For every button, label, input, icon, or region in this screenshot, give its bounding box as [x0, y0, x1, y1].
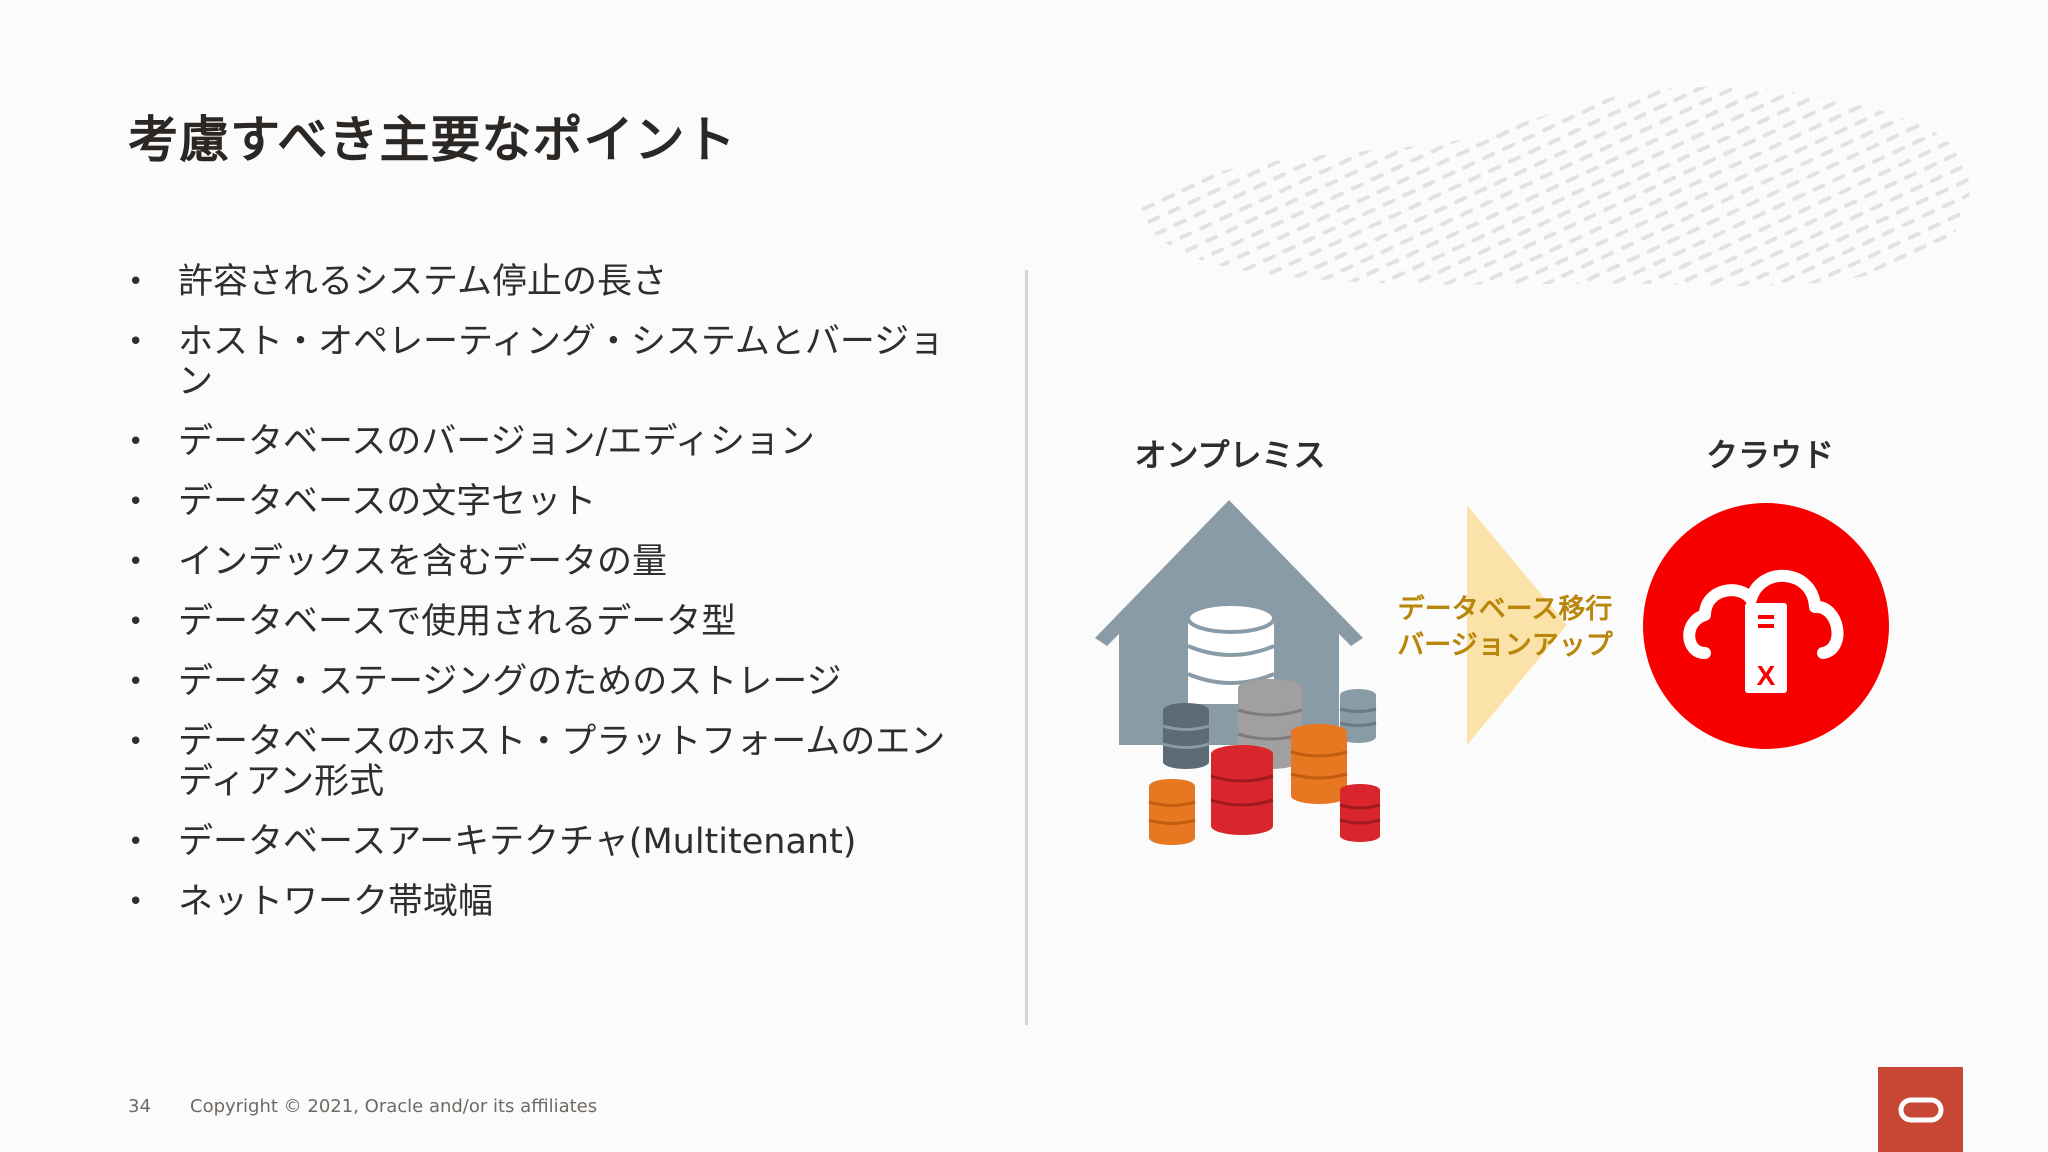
bullet-marker: •: [128, 547, 144, 577]
list-item: • データベースで使用されるデータ型: [128, 602, 968, 642]
vertical-divider: [1025, 270, 1028, 1025]
bullet-text: データベースの文字セット: [178, 482, 597, 522]
oracle-logo-icon: [1898, 1097, 1944, 1123]
page-number: 34: [128, 1096, 151, 1117]
migration-caption: データベース移行 バージョンアップ: [1390, 592, 1620, 664]
bullet-text: データベースのバージョン/エディション: [178, 422, 815, 462]
bullet-marker: •: [128, 427, 144, 457]
list-item: • データベースアーキテクチャ(Multitenant): [128, 822, 968, 862]
bullet-text: データベースアーキテクチャ(Multitenant): [178, 822, 857, 862]
bullet-text: ホスト・オペレーティング・システムとバージョン: [178, 322, 945, 402]
bullet-text: インデックスを含むデータの量: [178, 542, 667, 582]
cloud-label: クラウド: [1705, 436, 1834, 474]
list-item: • ホスト・オペレーティング・システムとバージョン: [128, 322, 968, 402]
list-item: • データベースのバージョン/エディション: [128, 422, 968, 462]
bullet-marker: •: [128, 727, 144, 757]
list-item: • ネットワーク帯域幅: [128, 882, 968, 922]
bullet-text: データベースのホスト・プラットフォームのエンディアン形式: [178, 722, 946, 802]
database-stack-icon: [1148, 602, 1381, 845]
bullet-marker: •: [128, 667, 144, 697]
bullet-text: データベースで使用されるデータ型: [178, 602, 737, 642]
list-item: • 許容されるシステム停止の長さ: [128, 262, 968, 302]
bullet-marker: •: [128, 827, 144, 857]
bullet-marker: •: [128, 487, 144, 517]
list-item: • インデックスを含むデータの量: [128, 542, 968, 582]
bullet-marker: •: [128, 607, 144, 637]
copyright-text: Copyright © 2021, Oracle and/or its affi…: [190, 1096, 598, 1117]
migration-line-1: データベース移行: [1397, 594, 1613, 625]
list-item: • データ・ステージングのためのストレージ: [128, 662, 968, 702]
list-item: • データベースのホスト・プラットフォームのエンディアン形式: [128, 722, 968, 802]
oracle-logo: [1878, 1067, 1963, 1152]
bullet-list: • 許容されるシステム停止の長さ • ホスト・オペレーティング・システムとバージョン…: [128, 262, 968, 942]
bullet-text: 許容されるシステム停止の長さ: [178, 262, 667, 302]
decorative-texture: [1140, 86, 1970, 286]
house-icon: [1095, 500, 1381, 845]
cloud-server-icon: X: [1643, 503, 1889, 749]
bullet-text: データ・ステージングのためのストレージ: [178, 662, 842, 702]
bullet-marker: •: [128, 887, 144, 917]
server-mark: X: [1757, 660, 1776, 691]
arrow-chevron-icon: [1467, 505, 1567, 745]
migration-line-2: バージョンアップ: [1397, 630, 1613, 661]
bullet-text: ネットワーク帯域幅: [178, 882, 494, 922]
list-item: • データベースの文字セット: [128, 482, 968, 522]
bullet-marker: •: [128, 267, 144, 297]
bullet-marker: •: [128, 327, 144, 357]
onprem-label: オンプレミス: [1134, 436, 1326, 474]
page-title: 考慮すべき主要なポイント: [128, 111, 737, 169]
